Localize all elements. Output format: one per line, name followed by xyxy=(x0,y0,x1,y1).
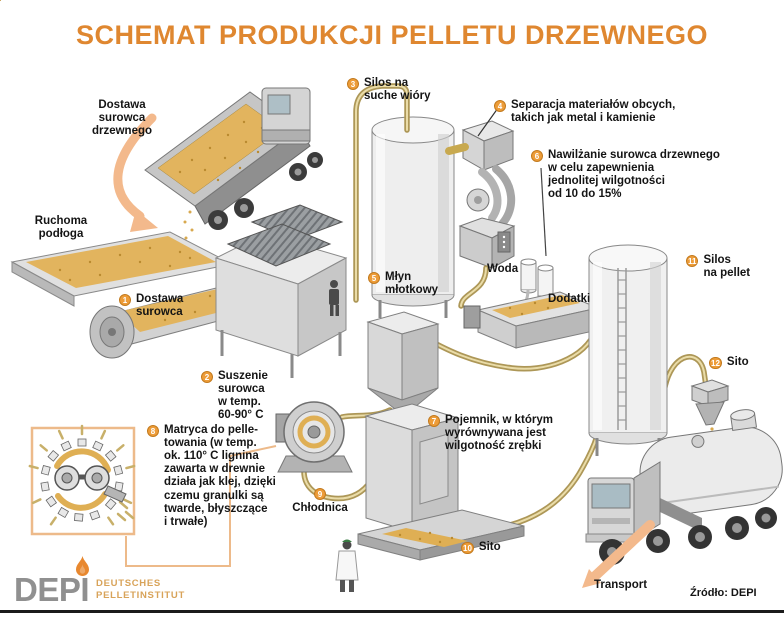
screw-feeder xyxy=(89,285,254,359)
step-badge-10: 10 xyxy=(461,542,474,554)
step-label-9: 9 Chłodnica xyxy=(292,488,348,514)
transport-arrow-icon xyxy=(582,520,655,588)
separator-pointer-line xyxy=(477,107,499,137)
depi-logo: DEPI DEUTSCHES PELLETINSTITUT xyxy=(14,556,185,608)
pellet-sticks xyxy=(28,424,136,526)
step-badge-4: 4 xyxy=(494,100,506,112)
pellet-silo xyxy=(588,244,668,456)
step-label-6: 6 Nawilżanie surowca drzewnego w celu za… xyxy=(531,149,720,201)
sieve-unit xyxy=(690,379,745,444)
label-additives: Dodatki xyxy=(548,293,591,305)
step-badge-2: 2 xyxy=(201,371,213,383)
bottom-rule xyxy=(0,610,784,613)
step-badge-5: 5 xyxy=(368,272,380,284)
dry-chips-silo xyxy=(371,116,455,318)
source-credit: Źródło: DEPI xyxy=(690,587,757,599)
lab-worker-figure xyxy=(335,539,359,592)
step-label-2: 2 Suszenie surowca w temp. 60-90° C xyxy=(201,370,268,422)
depi-subtitle: DEUTSCHES PELLETINSTITUT xyxy=(96,577,185,601)
step-label-7: 7 Pojemnik, w którym wyrównywana jest wi… xyxy=(428,414,553,453)
step-label-4: 4 Separacja materiałów obcych, takich ja… xyxy=(494,99,675,125)
step-label-3: 3 Silos na suche wióry xyxy=(347,77,430,103)
label-raw-material-delivery: Dostawa surowca drzewnego xyxy=(91,99,153,138)
die-inset-box xyxy=(28,424,136,536)
delivery-arrow-icon xyxy=(113,113,158,232)
label-moving-floor: Ruchoma podłoga xyxy=(34,215,88,241)
step-badge-1: 1 xyxy=(119,294,131,306)
page-title: SCHEMAT PRODUKCJI PELLETU DRZEWNEGO xyxy=(75,20,708,50)
step-badge-9: 9 xyxy=(314,488,326,500)
label-water: Woda xyxy=(487,263,519,275)
step-badge-8: 8 xyxy=(147,425,159,437)
die-inset-callout-line xyxy=(125,445,277,567)
delivery-truck xyxy=(0,0,323,248)
step-label-8: 8 Matryca do pelle- towania (w temp. ok.… xyxy=(147,424,276,529)
depi-wordmark: DEPI xyxy=(14,571,90,608)
hammer-mill xyxy=(458,165,516,269)
water-tank xyxy=(520,258,537,294)
step-badge-6: 6 xyxy=(531,150,543,162)
pellet-press xyxy=(275,401,353,473)
worker-figure xyxy=(329,280,339,316)
label-transport: Transport xyxy=(594,579,648,591)
moving-floor-conveyor xyxy=(10,231,234,307)
step-badge-11: 11 xyxy=(686,255,699,267)
step-label-11: 11 Silos na pellet xyxy=(686,254,751,280)
flame-icon xyxy=(76,556,90,576)
separator-unit xyxy=(461,120,515,171)
dryer-building xyxy=(214,204,348,378)
step-label-12: 12 Sito xyxy=(709,356,749,369)
step-badge-7: 7 xyxy=(428,415,440,427)
step-label-10: 10 Sito xyxy=(461,541,501,554)
step-badge-3: 3 xyxy=(347,78,359,90)
moistening-pointer-line xyxy=(540,167,547,257)
step-label-1: 1 Dostawa surowca xyxy=(119,293,183,319)
step-badge-12: 12 xyxy=(709,357,722,369)
conditioning-container xyxy=(366,311,440,417)
step-label-5: 5 Młyn młotkowy xyxy=(368,271,438,297)
